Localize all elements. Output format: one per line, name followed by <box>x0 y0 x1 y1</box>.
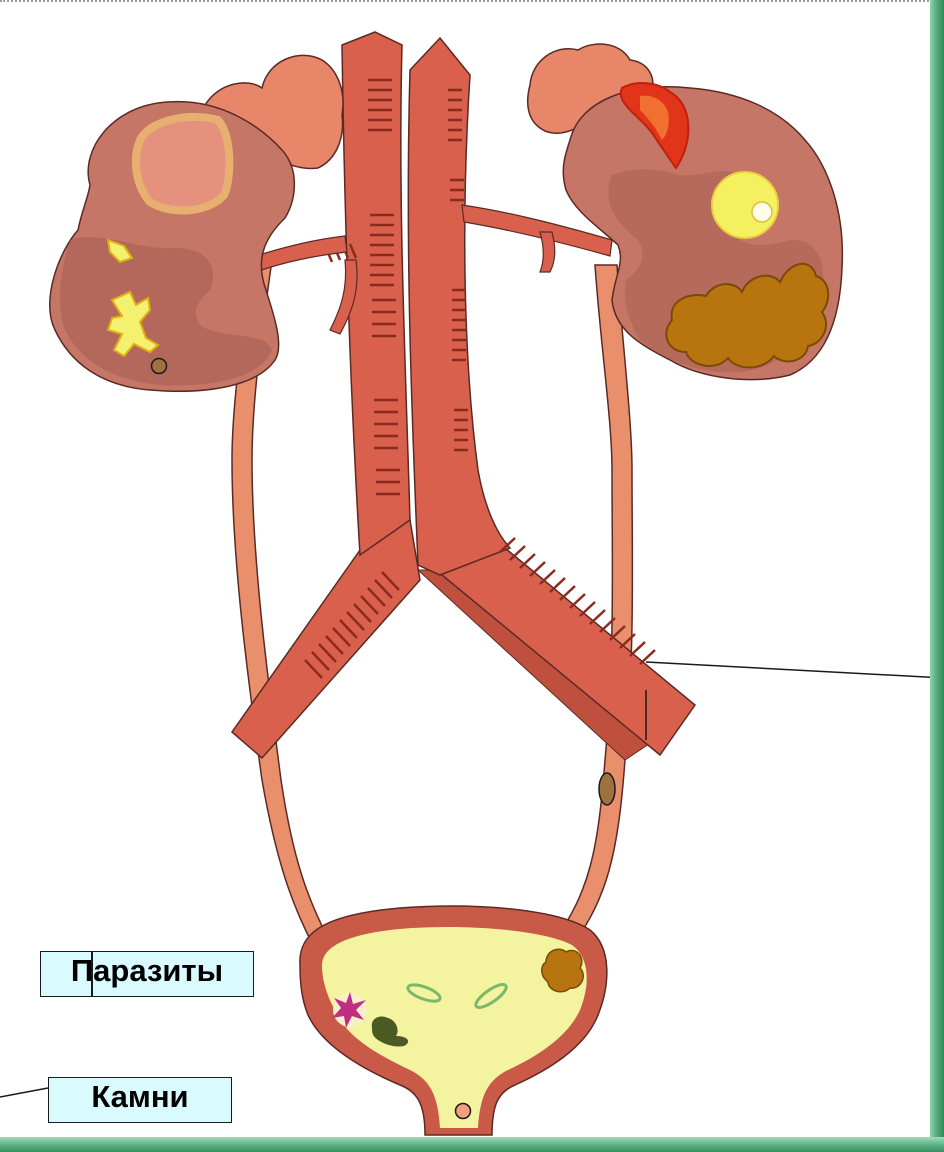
stones-label: Камни <box>48 1077 232 1123</box>
label-divider <box>91 952 93 996</box>
slide-frame-bottom <box>0 1137 944 1152</box>
right-kidney-cyst-core <box>752 202 772 222</box>
aorta <box>408 38 510 575</box>
ureter-stone-icon <box>599 773 615 805</box>
parasites-label: Паразиты <box>40 951 254 997</box>
left-kidney-cyst <box>136 117 229 211</box>
bladder-stone-icon <box>456 1104 471 1119</box>
stones-label-text: Камни <box>91 1079 188 1114</box>
pointer-line-vessel-crossing <box>646 662 944 678</box>
parasites-label-text: Паразиты <box>71 953 223 988</box>
bladder-tumor <box>542 949 584 992</box>
pointer-line-stones <box>0 1088 48 1097</box>
stone-dot-icon <box>152 359 167 374</box>
right-accessory-vessel <box>540 232 555 272</box>
slide-frame-right <box>930 0 944 1152</box>
